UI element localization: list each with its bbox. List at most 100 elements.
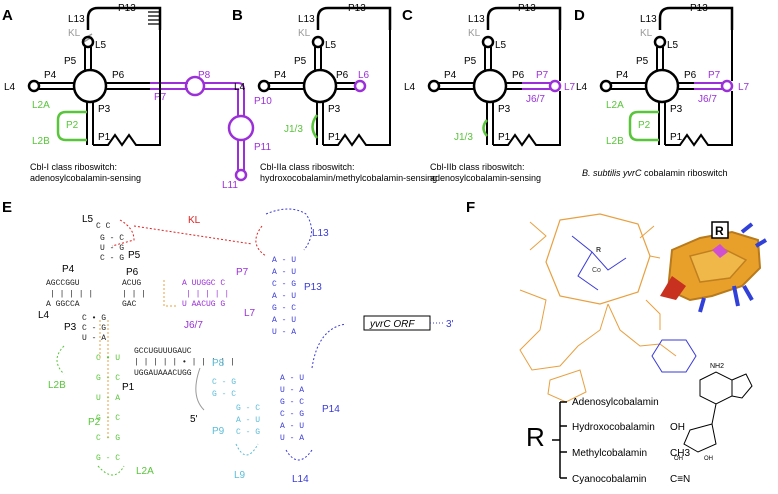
f-r-atom: R [596,247,601,254]
e-p2-nts-6: G - C [96,454,120,463]
c-junction [472,68,508,104]
a-p6 [106,82,150,90]
b-expression [323,30,391,147]
d-p6 [678,82,694,90]
a-p2: P2 [66,120,79,131]
e-p7-bot: U AACUG G [182,300,225,309]
e-p9: P9 [212,426,225,437]
d-l13: L13 [640,14,657,25]
e-3prime: 3' [446,319,454,330]
d-l4: L4 [576,82,588,93]
e-p6-bot: GAC [122,300,137,309]
d-p3: P3 [670,104,683,115]
e-p1: P1 [122,382,135,393]
e-l9: L9 [234,470,246,481]
c-j13-loop [482,119,488,137]
a-l5-loop [81,35,95,49]
a-l2b: L2B [32,136,50,147]
panel-c-letter: C [402,7,413,24]
d-p7 [694,82,722,90]
c-l5-loop [481,35,495,49]
e-p13-nts-3: C - G [272,280,296,289]
f-r-big: R [526,422,545,452]
a-p8-loop [184,75,206,97]
d-j67: J6/7 [698,94,717,105]
panel-e-letter: E [2,199,12,216]
a-l11-loop [234,168,248,182]
corrin-inner [571,235,627,291]
d-p13: P13 [690,3,708,14]
a-p13: P13 [118,3,136,14]
b-p13: P13 [348,3,366,14]
e-orange-link-1 [163,280,176,307]
b-p4: P4 [274,70,287,81]
e-p14-nts-4: C - G [280,410,304,419]
e-p9-nts-1: G - C [236,404,260,413]
c-p13-arm [486,6,562,30]
c-caption-1: Cbl-IIb class riboswitch: [430,162,525,172]
e-p4-mid: | | | | | [50,290,93,299]
e-p8-nts-2: G - C [212,390,236,399]
e-p13-nts-2: A - U [272,268,296,277]
a-caption-2: adenosylcobalamin-sensing [30,173,141,183]
d-p4: P4 [616,70,629,81]
e-l5: L5 [82,214,94,225]
c-l7-loop [548,79,562,93]
a-l11: L11 [222,180,238,191]
e-kl-left [111,219,135,247]
a-p4: P4 [44,70,57,81]
f-oh-1: OH [674,456,683,462]
f-r-box: R [715,224,724,238]
b-p3: P3 [328,104,341,115]
c-p4 [438,82,474,90]
model-r-box [711,221,729,239]
f-sub-3-group: C≡N [670,474,690,485]
e-p5: P5 [128,250,141,261]
e-j67: J6/7 [184,320,203,331]
b-l5: L5 [325,40,337,51]
e-p5-nts-1: G - C [100,234,124,243]
d-p5-stem [656,47,664,70]
side-chains [529,221,661,330]
e-p3-nts-1: C • G [82,314,106,323]
c-p4: P4 [444,70,457,81]
b-l4: L4 [234,82,246,93]
e-p2-nts-3: U - A [96,394,120,403]
e-p8-nts-1: C - G [212,378,236,387]
c-p3-p1 [486,102,494,145]
a-p8-arm [204,82,245,116]
a-kl: KL [68,28,81,39]
a-l2a: L2A [32,100,50,111]
e-p7: P7 [236,267,249,278]
e-p6-mid: | | | [122,290,146,299]
d-p6: P6 [684,70,697,81]
e-kl-right [255,225,267,257]
d-caption-rest: cobalamin riboswitch [642,168,728,178]
e-l14: L14 [292,474,309,485]
a-p11-stem [237,140,245,170]
e-p1-bot: UGGAUAAACUGG [134,369,192,378]
e-p14-nts-1: A - U [280,374,304,383]
b-l13: L13 [298,14,315,25]
model-cobalt [712,244,728,258]
e-orf: yvrC ORF [369,319,415,330]
panel-d: D L13 P13 KL L5 P5 L4 P4 P6 P7 L7 J6/7 P… [574,3,750,178]
c-p5-stem [484,47,492,70]
e-p1-mid: | | | | | • | | | | | [134,358,235,367]
b-junction [302,68,338,104]
ribose-ring [547,369,587,403]
panel-b-letter: B [232,7,243,24]
d-expression [665,91,733,147]
f-sub-1-group: OH [670,422,685,433]
adenosine-ribose [683,423,717,453]
d-p2 [628,110,659,142]
d-l5-loop [653,35,667,49]
e-p14-nts-5: A - U [280,422,304,431]
e-5prime: 5' [190,414,198,425]
c-l4-loop [427,79,441,93]
d-p1: P1 [670,132,683,143]
e-l4: L4 [38,310,50,321]
e-p13: P13 [304,282,322,293]
dmb-ring [651,339,697,373]
